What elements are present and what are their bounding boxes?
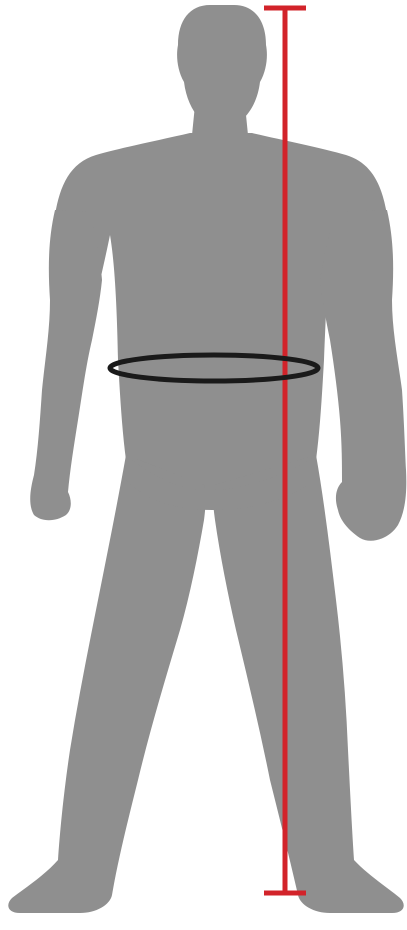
head xyxy=(177,5,267,118)
